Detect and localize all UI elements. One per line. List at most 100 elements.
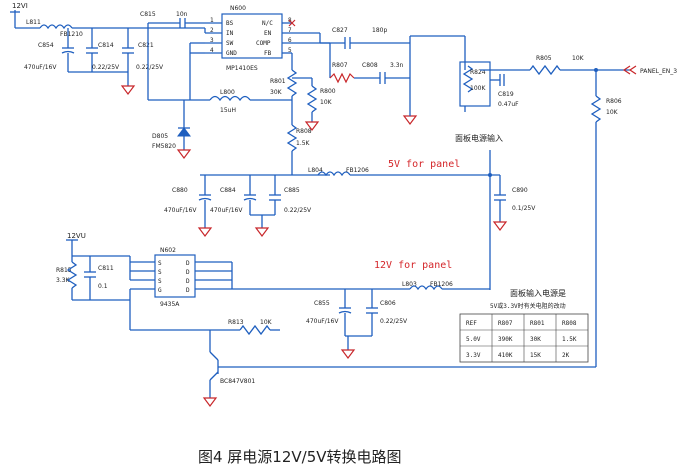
table-header-cell: REF bbox=[466, 320, 477, 327]
c880-value: 470uF/16V bbox=[164, 207, 197, 214]
l800-value: 15uH bbox=[220, 107, 236, 114]
r808-label: R808 bbox=[296, 128, 312, 135]
r800-resistor bbox=[306, 85, 318, 113]
r813-value: 10K bbox=[260, 319, 273, 326]
c854-value: 470uF/16V bbox=[24, 64, 57, 71]
d805-label: D805 bbox=[152, 133, 168, 140]
r813-v801: R813 10K BC847V801 bbox=[130, 319, 597, 407]
rail-12v-note: 12V for panel bbox=[374, 260, 452, 271]
r824-label: R824 bbox=[470, 69, 486, 76]
n602-section: 12VU R815 3.3K C811 0.1 N602 S S S G D D… bbox=[56, 232, 340, 330]
r806-value: 10K bbox=[606, 109, 619, 116]
rail-5v-note: 5V for panel bbox=[388, 159, 460, 170]
c808-label: C808 bbox=[362, 62, 378, 69]
l803-label: L803 bbox=[402, 281, 417, 288]
ic-pin-right-4: FB bbox=[264, 50, 272, 57]
r808-resistor bbox=[286, 124, 298, 152]
table-header-cell: R808 bbox=[562, 320, 577, 327]
ic-pin-left-2: IN bbox=[226, 30, 234, 37]
table-cell: 2K bbox=[562, 352, 570, 359]
n602-part: 9435A bbox=[160, 301, 180, 308]
n600-label: N600 bbox=[230, 5, 246, 12]
ic-pin-left-3: SW bbox=[226, 40, 234, 47]
c815-label: C815 bbox=[140, 11, 156, 18]
n602-label: N602 bbox=[160, 247, 176, 254]
r807-label: R807 bbox=[332, 62, 348, 69]
r806-resistor bbox=[590, 95, 602, 123]
c827-label: C827 bbox=[332, 27, 348, 34]
nc-cross-icon bbox=[288, 19, 296, 27]
r805-resistor bbox=[529, 64, 561, 76]
r806-label: R806 bbox=[606, 98, 622, 105]
c854-label: C854 bbox=[38, 42, 54, 49]
c811-label: C811 bbox=[98, 265, 114, 272]
svg-text:2: 2 bbox=[210, 27, 214, 34]
table-cell: 30K bbox=[530, 336, 541, 343]
fb1210-label: FB1210 bbox=[60, 31, 83, 38]
l804-inductor bbox=[317, 171, 351, 177]
c884-value: 470uF/16V bbox=[210, 207, 243, 214]
c819-label: C819 bbox=[498, 91, 514, 98]
input-section: 12VI L811 FB1210 C854 470uF/16V C814 0.2… bbox=[10, 2, 205, 95]
fet-pin-left-4: G bbox=[158, 287, 162, 294]
l800-inductor bbox=[209, 95, 251, 102]
svg-text:4: 4 bbox=[210, 47, 214, 54]
c885-label: C885 bbox=[284, 187, 300, 194]
l800-label: L800 bbox=[220, 89, 235, 96]
r824-value: 100K bbox=[470, 85, 486, 92]
fet-pin-left-1: S bbox=[158, 260, 162, 267]
fet-pin-right-4: D bbox=[186, 287, 190, 294]
r801-label: R801 bbox=[270, 78, 286, 85]
ic-pin-left-1: BS bbox=[226, 20, 234, 27]
rail-12v: 12V for panel L803 FB1206 C855 470uF/16V… bbox=[306, 260, 490, 359]
l811-label: L811 bbox=[26, 19, 41, 26]
c855-label: C855 bbox=[314, 300, 330, 307]
r808-value: 1.5K bbox=[296, 140, 311, 147]
c821-value: 0.22/25V bbox=[136, 64, 164, 71]
net-arrow-icon bbox=[622, 65, 637, 75]
table-cell: 1.5K bbox=[562, 336, 577, 343]
ic-pin-right-1: N/C bbox=[262, 20, 273, 27]
table-cell: 5.0V bbox=[466, 336, 481, 343]
svg-text:5: 5 bbox=[288, 47, 292, 54]
c890-value: 0.1/25V bbox=[512, 205, 536, 212]
rail-5v: L804 FB1206 5V for panel 面板电源输入 C880 470… bbox=[164, 133, 536, 290]
c819-value: 0.47uF bbox=[498, 101, 519, 108]
c815-capacitor: C815 10n bbox=[140, 11, 205, 100]
c821-label: C821 bbox=[138, 42, 154, 49]
ic-pin-right-2: EN bbox=[264, 30, 272, 37]
v801-label: BC847V801 bbox=[220, 378, 255, 385]
feedback-divider: R801 30K R808 1.5K R800 10K bbox=[270, 53, 336, 175]
r815-value: 3.3K bbox=[56, 277, 71, 284]
r805-label: R805 bbox=[536, 55, 552, 62]
l804-label: L804 bbox=[308, 167, 323, 174]
r807-c808: R807 C808 3.3n bbox=[329, 43, 418, 125]
r807-resistor bbox=[329, 72, 355, 84]
c890-label: C890 bbox=[512, 187, 528, 194]
net-out-label: PANEL_EN_3 bbox=[640, 68, 677, 75]
c806-label: C806 bbox=[380, 300, 396, 307]
r800-label: R800 bbox=[320, 88, 336, 95]
c814-label: C814 bbox=[98, 42, 114, 49]
fb1206b-label: FB1206 bbox=[430, 281, 453, 288]
r801-resistor bbox=[286, 69, 298, 97]
svg-text:1: 1 bbox=[210, 17, 214, 24]
r824-resistor bbox=[462, 65, 474, 93]
c880-label: C880 bbox=[172, 187, 188, 194]
table-cell: 3.3V bbox=[466, 352, 481, 359]
r815-resistor bbox=[66, 261, 78, 289]
svg-text:6: 6 bbox=[288, 37, 292, 44]
table-header-cell: R801 bbox=[530, 320, 545, 327]
svg-text:3: 3 bbox=[210, 37, 214, 44]
vin-top-label: 12VI bbox=[12, 2, 28, 10]
ground-symbol bbox=[120, 85, 136, 95]
table-cell: 15K bbox=[530, 352, 541, 359]
r813-resistor bbox=[239, 324, 271, 336]
r805-value: 10K bbox=[572, 55, 585, 62]
enable-network: R824 100K C819 0.47uF R805 10K PANEL_EN_… bbox=[459, 36, 677, 360]
panel-input-note: 面板电源输入 bbox=[455, 133, 503, 143]
table-subtitle: 5V或3.3V时有关电阻的改动 bbox=[490, 302, 566, 310]
fb1206a-label: FB1206 bbox=[346, 167, 369, 174]
ic-pin-right-3: COMP bbox=[256, 40, 271, 47]
d805-value: FM5820 bbox=[152, 143, 176, 150]
